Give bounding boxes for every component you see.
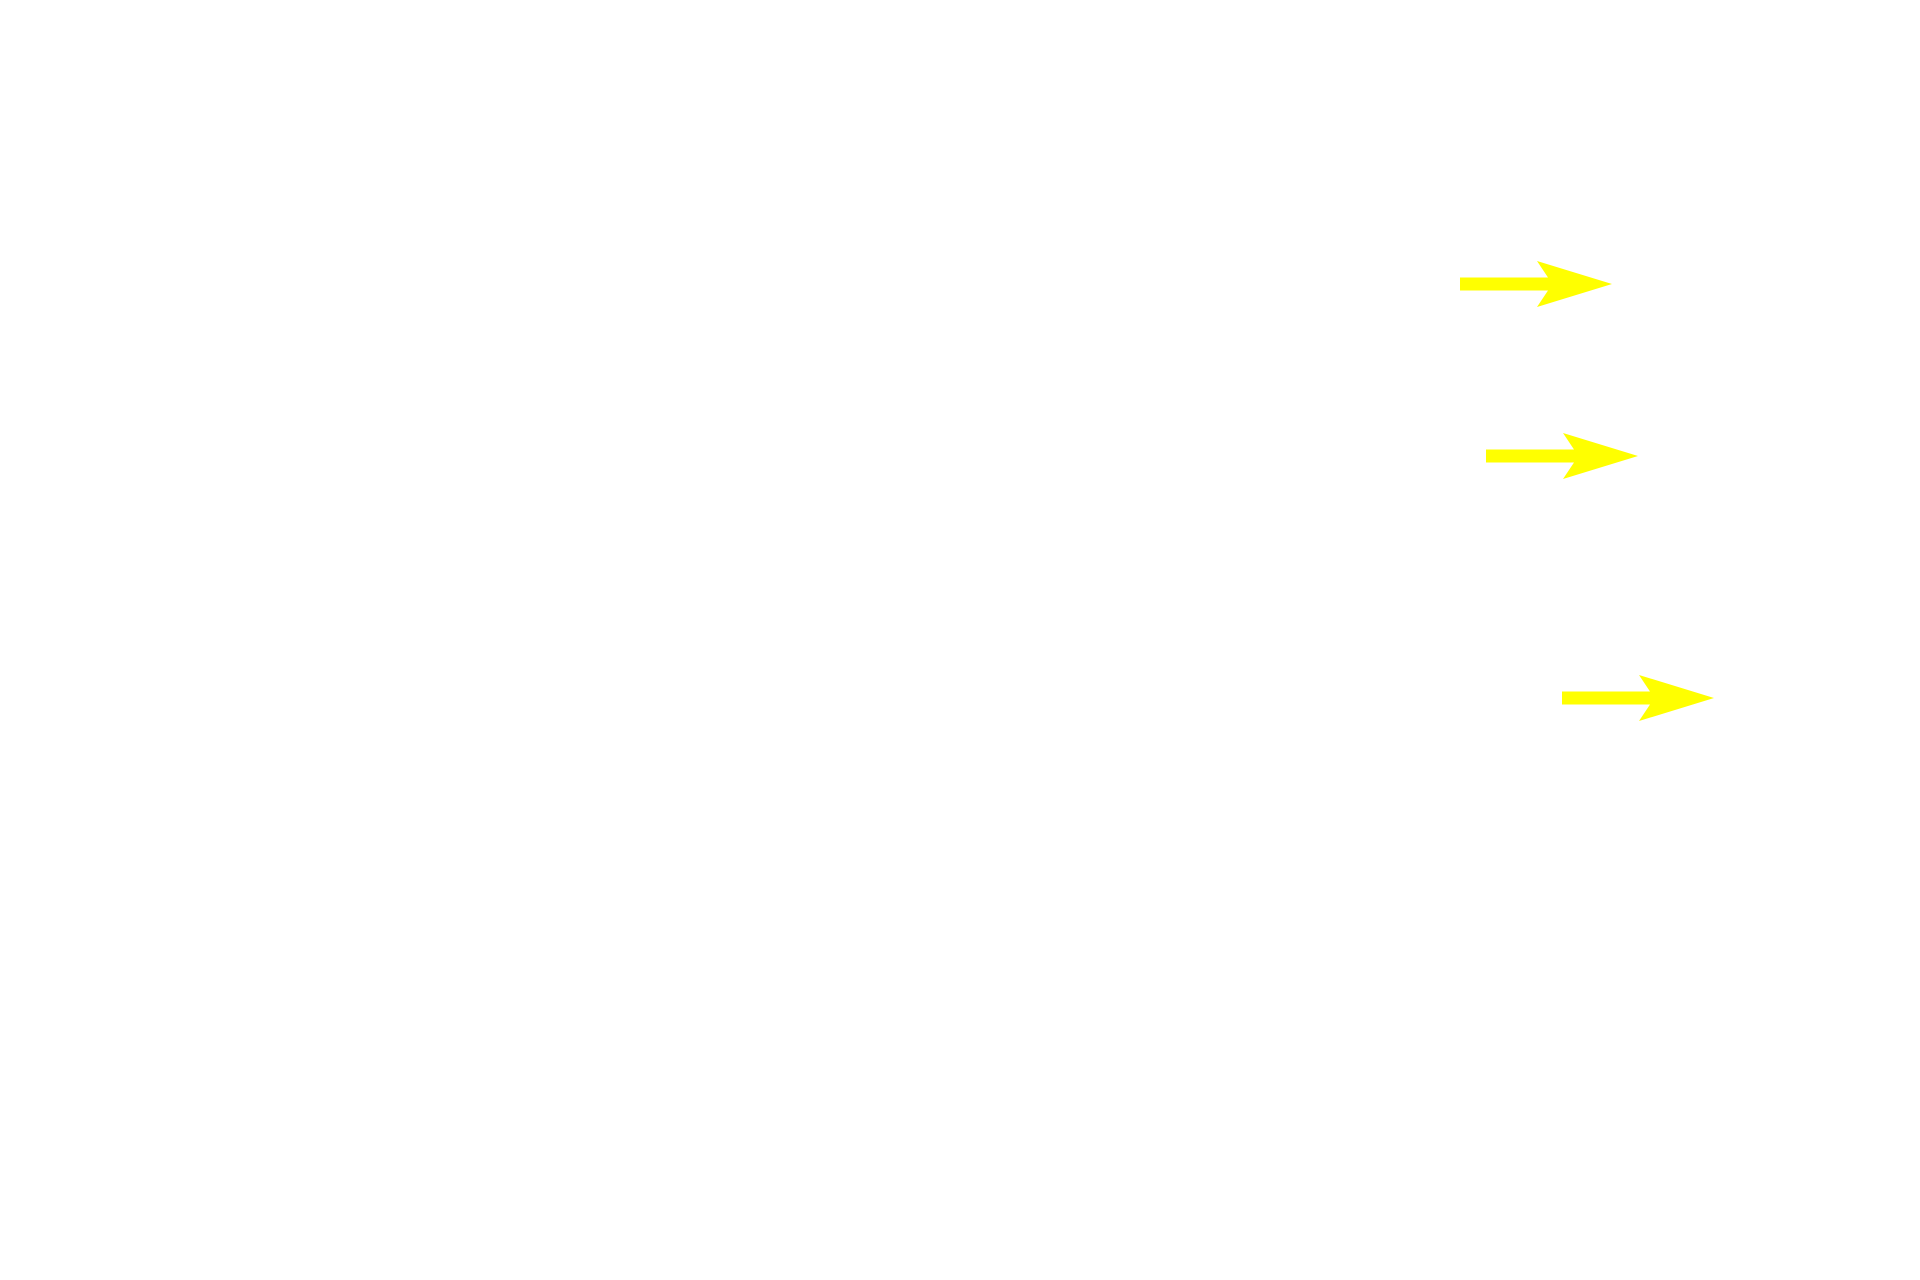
arrow-right-icon (1562, 675, 1714, 721)
arrow-right-icon (1486, 433, 1638, 479)
arrow-right-icon (1460, 261, 1612, 307)
